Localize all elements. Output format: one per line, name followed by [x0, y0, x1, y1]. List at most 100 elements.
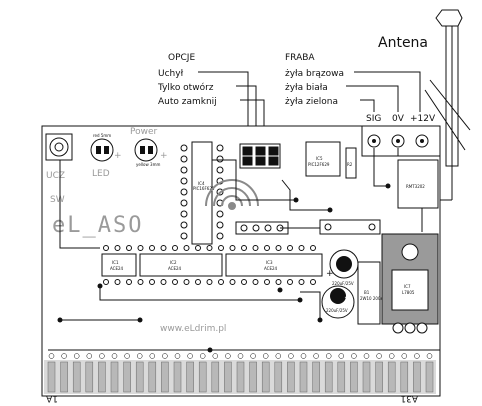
ic-pin — [216, 232, 224, 240]
ic2-label: IC2 — [170, 260, 177, 265]
ic-pin — [172, 279, 178, 285]
fraba-block: FRABA żyła brązowa żyła biała żyła zielo… — [285, 53, 436, 124]
ic2-chip: IC2 ACE24 — [139, 253, 223, 277]
edge-finger — [324, 361, 333, 393]
ic5-label: IC5 — [316, 156, 323, 161]
edge-finger — [236, 361, 245, 393]
antenna-drawing: Antena — [378, 9, 471, 201]
finger-via — [136, 353, 143, 359]
bridge-b1: B1 2W10 200mA — [357, 261, 387, 325]
ic-pin — [229, 279, 236, 285]
ic-pin — [310, 245, 316, 251]
finger-via — [149, 353, 156, 359]
finger-via — [48, 353, 55, 359]
ic4-label: IC4 — [198, 181, 205, 186]
via — [277, 287, 283, 293]
via — [57, 317, 63, 323]
edge-finger — [211, 361, 220, 393]
ic-pin — [298, 279, 305, 285]
ic-pin — [252, 279, 259, 285]
edge-finger — [362, 361, 371, 393]
ic-pin — [137, 245, 144, 251]
ic-pin — [275, 279, 282, 285]
r2-label: R2 — [347, 162, 353, 167]
ic-pin — [183, 279, 190, 285]
finger-via — [275, 353, 282, 359]
edge-finger — [224, 361, 232, 393]
ic5-chip: IC5 PIC12F629 — [305, 141, 341, 177]
ic-pin — [298, 245, 305, 251]
edge-finger — [161, 361, 169, 393]
ic-pin — [216, 144, 224, 152]
resistor-r2: R2 — [345, 147, 357, 179]
ic-pin — [160, 245, 167, 251]
via — [137, 317, 143, 323]
edge-finger — [173, 361, 182, 393]
ic-pin — [180, 199, 188, 207]
finger-via — [124, 353, 130, 359]
ic-pin — [287, 245, 293, 251]
edge-finger — [299, 361, 308, 393]
edge-finger — [287, 361, 295, 393]
ic-pin — [126, 279, 132, 285]
options-title: OPCJE — [168, 53, 195, 63]
edge-finger — [387, 361, 396, 393]
edge-finger — [261, 361, 270, 393]
ic2-part: ACE24 — [168, 266, 182, 271]
finger-via — [300, 353, 307, 359]
edge-finger — [350, 361, 358, 393]
edge-finger — [425, 361, 434, 393]
capacitor-c2: 220uF/25V + — [321, 285, 355, 319]
wire-green: żyła zielona — [285, 97, 338, 107]
ic-pin — [180, 155, 188, 163]
ic-pin — [241, 279, 247, 285]
finger-via — [414, 353, 420, 359]
edge-finger — [47, 361, 56, 393]
via — [385, 183, 391, 189]
finger-via — [99, 353, 105, 359]
power-led: Power yellow 3mm + — [130, 127, 168, 167]
ic-pin — [264, 245, 270, 251]
finger-via — [174, 353, 181, 359]
edge-finger — [375, 361, 383, 393]
terminal-0v: 0V — [392, 114, 405, 124]
via — [297, 297, 303, 303]
via — [293, 197, 299, 203]
pcb-traces — [48, 148, 440, 351]
ic-pin — [180, 221, 188, 229]
finger-via — [212, 353, 219, 359]
finger-via — [426, 353, 433, 359]
finger-via — [250, 353, 256, 359]
ic-pin — [264, 279, 270, 285]
led-small-label: red 5mm — [93, 133, 111, 138]
finger-via — [199, 353, 206, 359]
finger-via — [363, 353, 370, 359]
finger-via — [351, 353, 357, 359]
ic-pin — [114, 245, 121, 251]
ic-pin — [160, 279, 167, 285]
ic-pin — [195, 245, 201, 251]
ic4-part: PIC16F628 — [193, 186, 215, 191]
ic-pin — [287, 279, 293, 285]
b1-part: 2W10 200mA — [360, 296, 387, 301]
finger-via — [338, 353, 345, 359]
option-tylko-otworz: Tylko otwórz — [157, 82, 214, 93]
ic3-label: IC3 — [266, 260, 273, 265]
led-indicator: red 5mm + LED — [90, 133, 122, 179]
finger-via — [61, 353, 67, 359]
antenna-label: Antena — [378, 35, 428, 51]
edge-finger — [312, 361, 320, 393]
power-label: Power — [130, 127, 158, 137]
ic-pin — [180, 166, 188, 174]
edge-finger — [123, 361, 131, 393]
edge-finger — [85, 361, 94, 393]
via — [97, 283, 103, 289]
ic-pin — [180, 144, 188, 152]
edge-finger — [186, 361, 194, 393]
ic-pin — [180, 188, 188, 196]
edge-finger — [72, 361, 81, 393]
edge-label-right: A31 — [400, 393, 418, 403]
edge-finger — [135, 361, 144, 393]
ucz-switch: UCZ SW — [45, 133, 73, 205]
ic1-part: ACE24 — [110, 266, 124, 271]
